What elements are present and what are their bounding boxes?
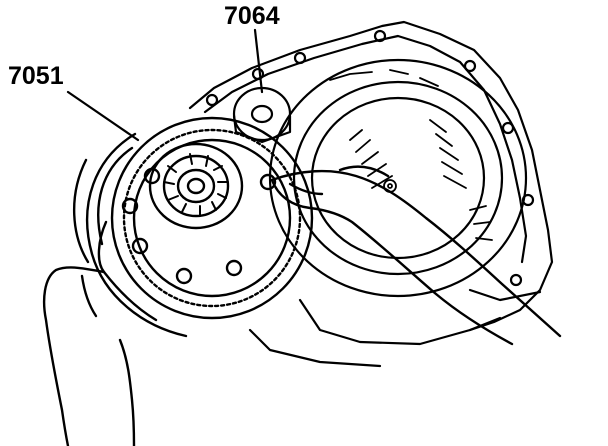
left-hand: [42, 220, 158, 446]
right-hand: [270, 165, 562, 346]
bearing-rollers: [163, 153, 229, 217]
callout-7064: 7064: [224, 2, 280, 30]
tool-7064: [232, 86, 292, 144]
callout-7051: 7051: [8, 62, 64, 90]
clutch-pack: [329, 69, 493, 241]
transmission-case: [188, 20, 554, 368]
leader-lines: [66, 28, 264, 142]
tool-7051: [72, 132, 188, 338]
differential-ring-gear: [110, 116, 314, 320]
